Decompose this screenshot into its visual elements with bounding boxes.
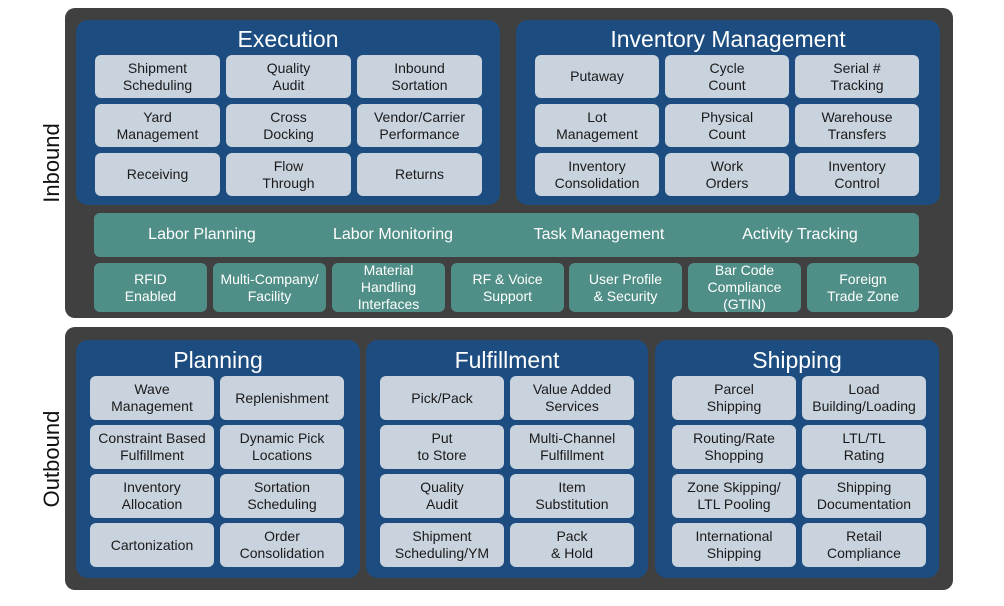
inventory-cell: Lot Management	[535, 104, 659, 147]
fulfillment-cell: Shipment Scheduling/YM	[380, 523, 504, 567]
feature-box: User Profile & Security	[569, 263, 682, 312]
outbound-label: Outbound	[39, 410, 64, 508]
fulfillment-cell: Pick/Pack	[380, 376, 504, 420]
shipping-cell: Load Building/Loading	[802, 376, 926, 420]
shipping-title: Shipping	[752, 347, 842, 373]
execution-cell: Shipment Scheduling	[95, 55, 220, 98]
inventory-cell: Inventory Control	[795, 153, 919, 196]
planning-grid: Wave Management Replenishment Constraint…	[90, 376, 344, 567]
planning-cell: Replenishment	[220, 376, 344, 420]
feature-box: RF & Voice Support	[451, 263, 564, 312]
shipping-cell: Routing/Rate Shopping	[672, 425, 796, 469]
planning-cell: Order Consolidation	[220, 523, 344, 567]
execution-cell: Vendor/Carrier Performance	[357, 104, 482, 147]
inventory-cell: Serial # Tracking	[795, 55, 919, 98]
inventory-cell: Warehouse Transfers	[795, 104, 919, 147]
labor-bar: Labor Planning Labor Monitoring Task Man…	[94, 213, 919, 257]
fulfillment-panel: Fulfillment Pick/Pack Value Added Servic…	[366, 340, 648, 578]
feature-box: Foreign Trade Zone	[807, 263, 919, 312]
planning-panel: Planning Wave Management Replenishment C…	[76, 340, 360, 578]
shipping-cell: LTL/TL Rating	[802, 425, 926, 469]
shipping-cell: Zone Skipping/ LTL Pooling	[672, 474, 796, 518]
execution-cell: Returns	[357, 153, 482, 196]
fulfillment-grid: Pick/Pack Value Added Services Put to St…	[380, 376, 634, 567]
execution-cell: Inbound Sortation	[357, 55, 482, 98]
fulfillment-cell: Put to Store	[380, 425, 504, 469]
execution-title: Execution	[237, 26, 339, 52]
inventory-cell: Cycle Count	[665, 55, 789, 98]
execution-cell: Cross Docking	[226, 104, 351, 147]
labor-planning: Labor Planning	[148, 226, 256, 243]
inventory-cell: Inventory Consolidation	[535, 153, 659, 196]
feature-box: RFID Enabled	[94, 263, 207, 312]
fulfillment-cell: Item Substitution	[510, 474, 634, 518]
feature-box: Bar Code Compliance (GTIN)	[688, 262, 801, 312]
task-management: Task Management	[533, 226, 665, 243]
feature-box: Material Handling Interfaces	[332, 262, 445, 312]
fulfillment-cell: Quality Audit	[380, 474, 504, 518]
fulfillment-title: Fulfillment	[454, 347, 560, 373]
shipping-panel: Shipping Parcel Shipping Load Building/L…	[655, 340, 939, 578]
planning-cell: Wave Management	[90, 376, 214, 420]
execution-cell: Quality Audit	[226, 55, 351, 98]
fulfillment-cell: Multi-Channel Fulfillment	[510, 425, 634, 469]
execution-cell: Flow Through	[226, 153, 351, 196]
inventory-grid: Putaway Cycle Count Serial # Tracking Lo…	[535, 55, 919, 196]
planning-cell: Cartonization	[90, 523, 214, 567]
shipping-grid: Parcel Shipping Load Building/Loading Ro…	[672, 376, 926, 567]
activity-tracking: Activity Tracking	[742, 226, 858, 243]
execution-cell: Receiving	[95, 153, 220, 196]
execution-panel: Execution Shipment Scheduling Quality Au…	[76, 20, 500, 205]
inventory-cell: Putaway	[535, 55, 659, 98]
planning-cell: Dynamic Pick Locations	[220, 425, 344, 469]
planning-cell: Inventory Allocation	[90, 474, 214, 518]
feature-box: Multi-Company/ Facility	[213, 263, 326, 312]
shipping-cell: Shipping Documentation	[802, 474, 926, 518]
planning-title: Planning	[173, 347, 263, 373]
labor-monitoring: Labor Monitoring	[332, 226, 454, 243]
shipping-cell: International Shipping	[672, 523, 796, 567]
inventory-cell: Work Orders	[665, 153, 789, 196]
inbound-label: Inbound	[39, 123, 64, 203]
inventory-title: Inventory Management	[610, 26, 846, 52]
execution-cell: Yard Management	[95, 104, 220, 147]
shipping-cell: Parcel Shipping	[672, 376, 796, 420]
inventory-cell: Physical Count	[665, 104, 789, 147]
shipping-cell: Retail Compliance	[802, 523, 926, 567]
fulfillment-cell: Pack & Hold	[510, 523, 634, 567]
inventory-panel: Inventory Management Putaway Cycle Count…	[516, 20, 940, 205]
execution-grid: Shipment Scheduling Quality Audit Inboun…	[95, 55, 482, 196]
planning-cell: Constraint Based Fulfillment	[90, 425, 214, 469]
planning-cell: Sortation Scheduling	[220, 474, 344, 518]
fulfillment-cell: Value Added Services	[510, 376, 634, 420]
